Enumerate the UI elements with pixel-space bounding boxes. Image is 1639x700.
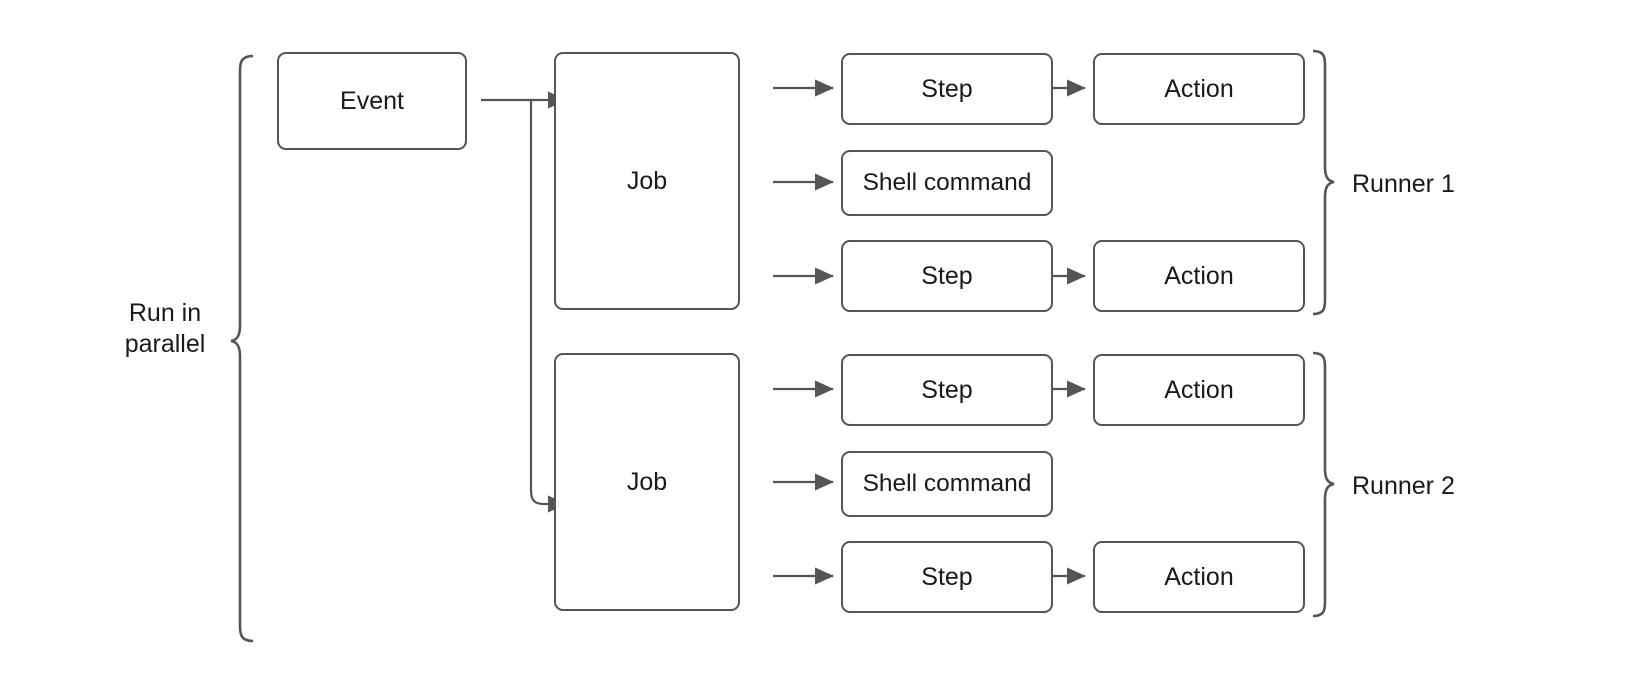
node-job-1-label: Job: [626, 167, 668, 195]
node-job-2[interactable]: Job: [554, 353, 740, 611]
node-runner2-step-2[interactable]: Step: [841, 541, 1053, 613]
node-runner1-action-2[interactable]: Action: [1093, 240, 1305, 312]
node-job-1[interactable]: Job: [554, 52, 740, 310]
node-runner1-action-1[interactable]: Action: [1093, 53, 1305, 125]
node-runner2-shell-command[interactable]: Shell command: [841, 451, 1053, 517]
node-runner2-step-1-label: Step: [921, 376, 973, 404]
node-runner2-action-2-label: Action: [1164, 563, 1234, 591]
node-runner1-step-1[interactable]: Step: [841, 53, 1053, 125]
label-run-in-parallel: Run in parallel: [124, 299, 206, 359]
label-runner-1: Runner 1: [1352, 170, 1455, 198]
node-event[interactable]: Event: [277, 52, 467, 150]
node-runner1-action-2-label: Action: [1164, 262, 1234, 290]
node-runner2-step-2-label: Step: [921, 563, 973, 591]
brace-runner-1: [1312, 49, 1335, 316]
node-event-label: Event: [340, 87, 404, 115]
brace-runner-2: [1312, 351, 1335, 618]
label-runner-2: Runner 2: [1352, 472, 1455, 500]
node-runner2-action-1[interactable]: Action: [1093, 354, 1305, 426]
node-runner1-shell-command-label: Shell command: [862, 169, 1032, 197]
node-runner1-shell-command[interactable]: Shell command: [841, 150, 1053, 216]
node-runner2-action-1-label: Action: [1164, 376, 1234, 404]
brace-run-in-parallel: [230, 54, 254, 643]
node-job-2-label: Job: [626, 468, 668, 496]
node-runner2-action-2[interactable]: Action: [1093, 541, 1305, 613]
node-runner1-step-2[interactable]: Step: [841, 240, 1053, 312]
node-runner2-shell-command-label: Shell command: [862, 470, 1032, 498]
node-runner1-step-2-label: Step: [921, 262, 973, 290]
node-runner1-step-1-label: Step: [921, 75, 973, 103]
node-runner1-action-1-label: Action: [1164, 75, 1234, 103]
node-runner2-step-1[interactable]: Step: [841, 354, 1053, 426]
